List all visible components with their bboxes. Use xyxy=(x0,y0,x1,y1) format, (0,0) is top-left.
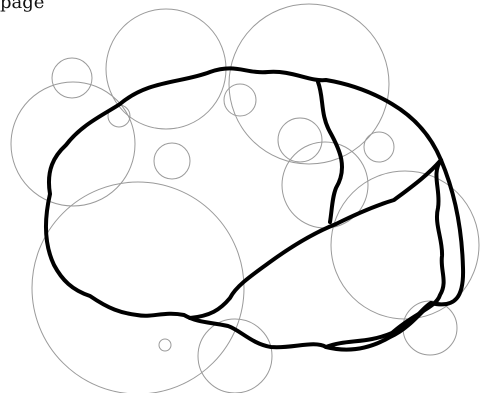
brain-right-lobe-inner xyxy=(392,160,444,333)
circle-bottom-tiny xyxy=(159,339,171,351)
brain-central-sulcus xyxy=(318,82,342,222)
brain-outer-outline xyxy=(46,68,463,347)
circle-bottom-right-small xyxy=(403,301,457,355)
circle-center-medium-b xyxy=(278,118,322,162)
circle-bottom-left-large xyxy=(32,182,244,393)
circle-top-right-large xyxy=(229,4,389,164)
circle-center-medium-a xyxy=(224,84,256,116)
circle-left-medium xyxy=(11,82,135,206)
circle-center-small xyxy=(154,143,190,179)
circle-right-small xyxy=(364,132,394,162)
circle-top-left-small xyxy=(52,58,92,98)
brain-lateral-fissure xyxy=(190,160,441,318)
brain-outline-group xyxy=(46,68,463,349)
circle-top-center-large xyxy=(106,9,226,129)
